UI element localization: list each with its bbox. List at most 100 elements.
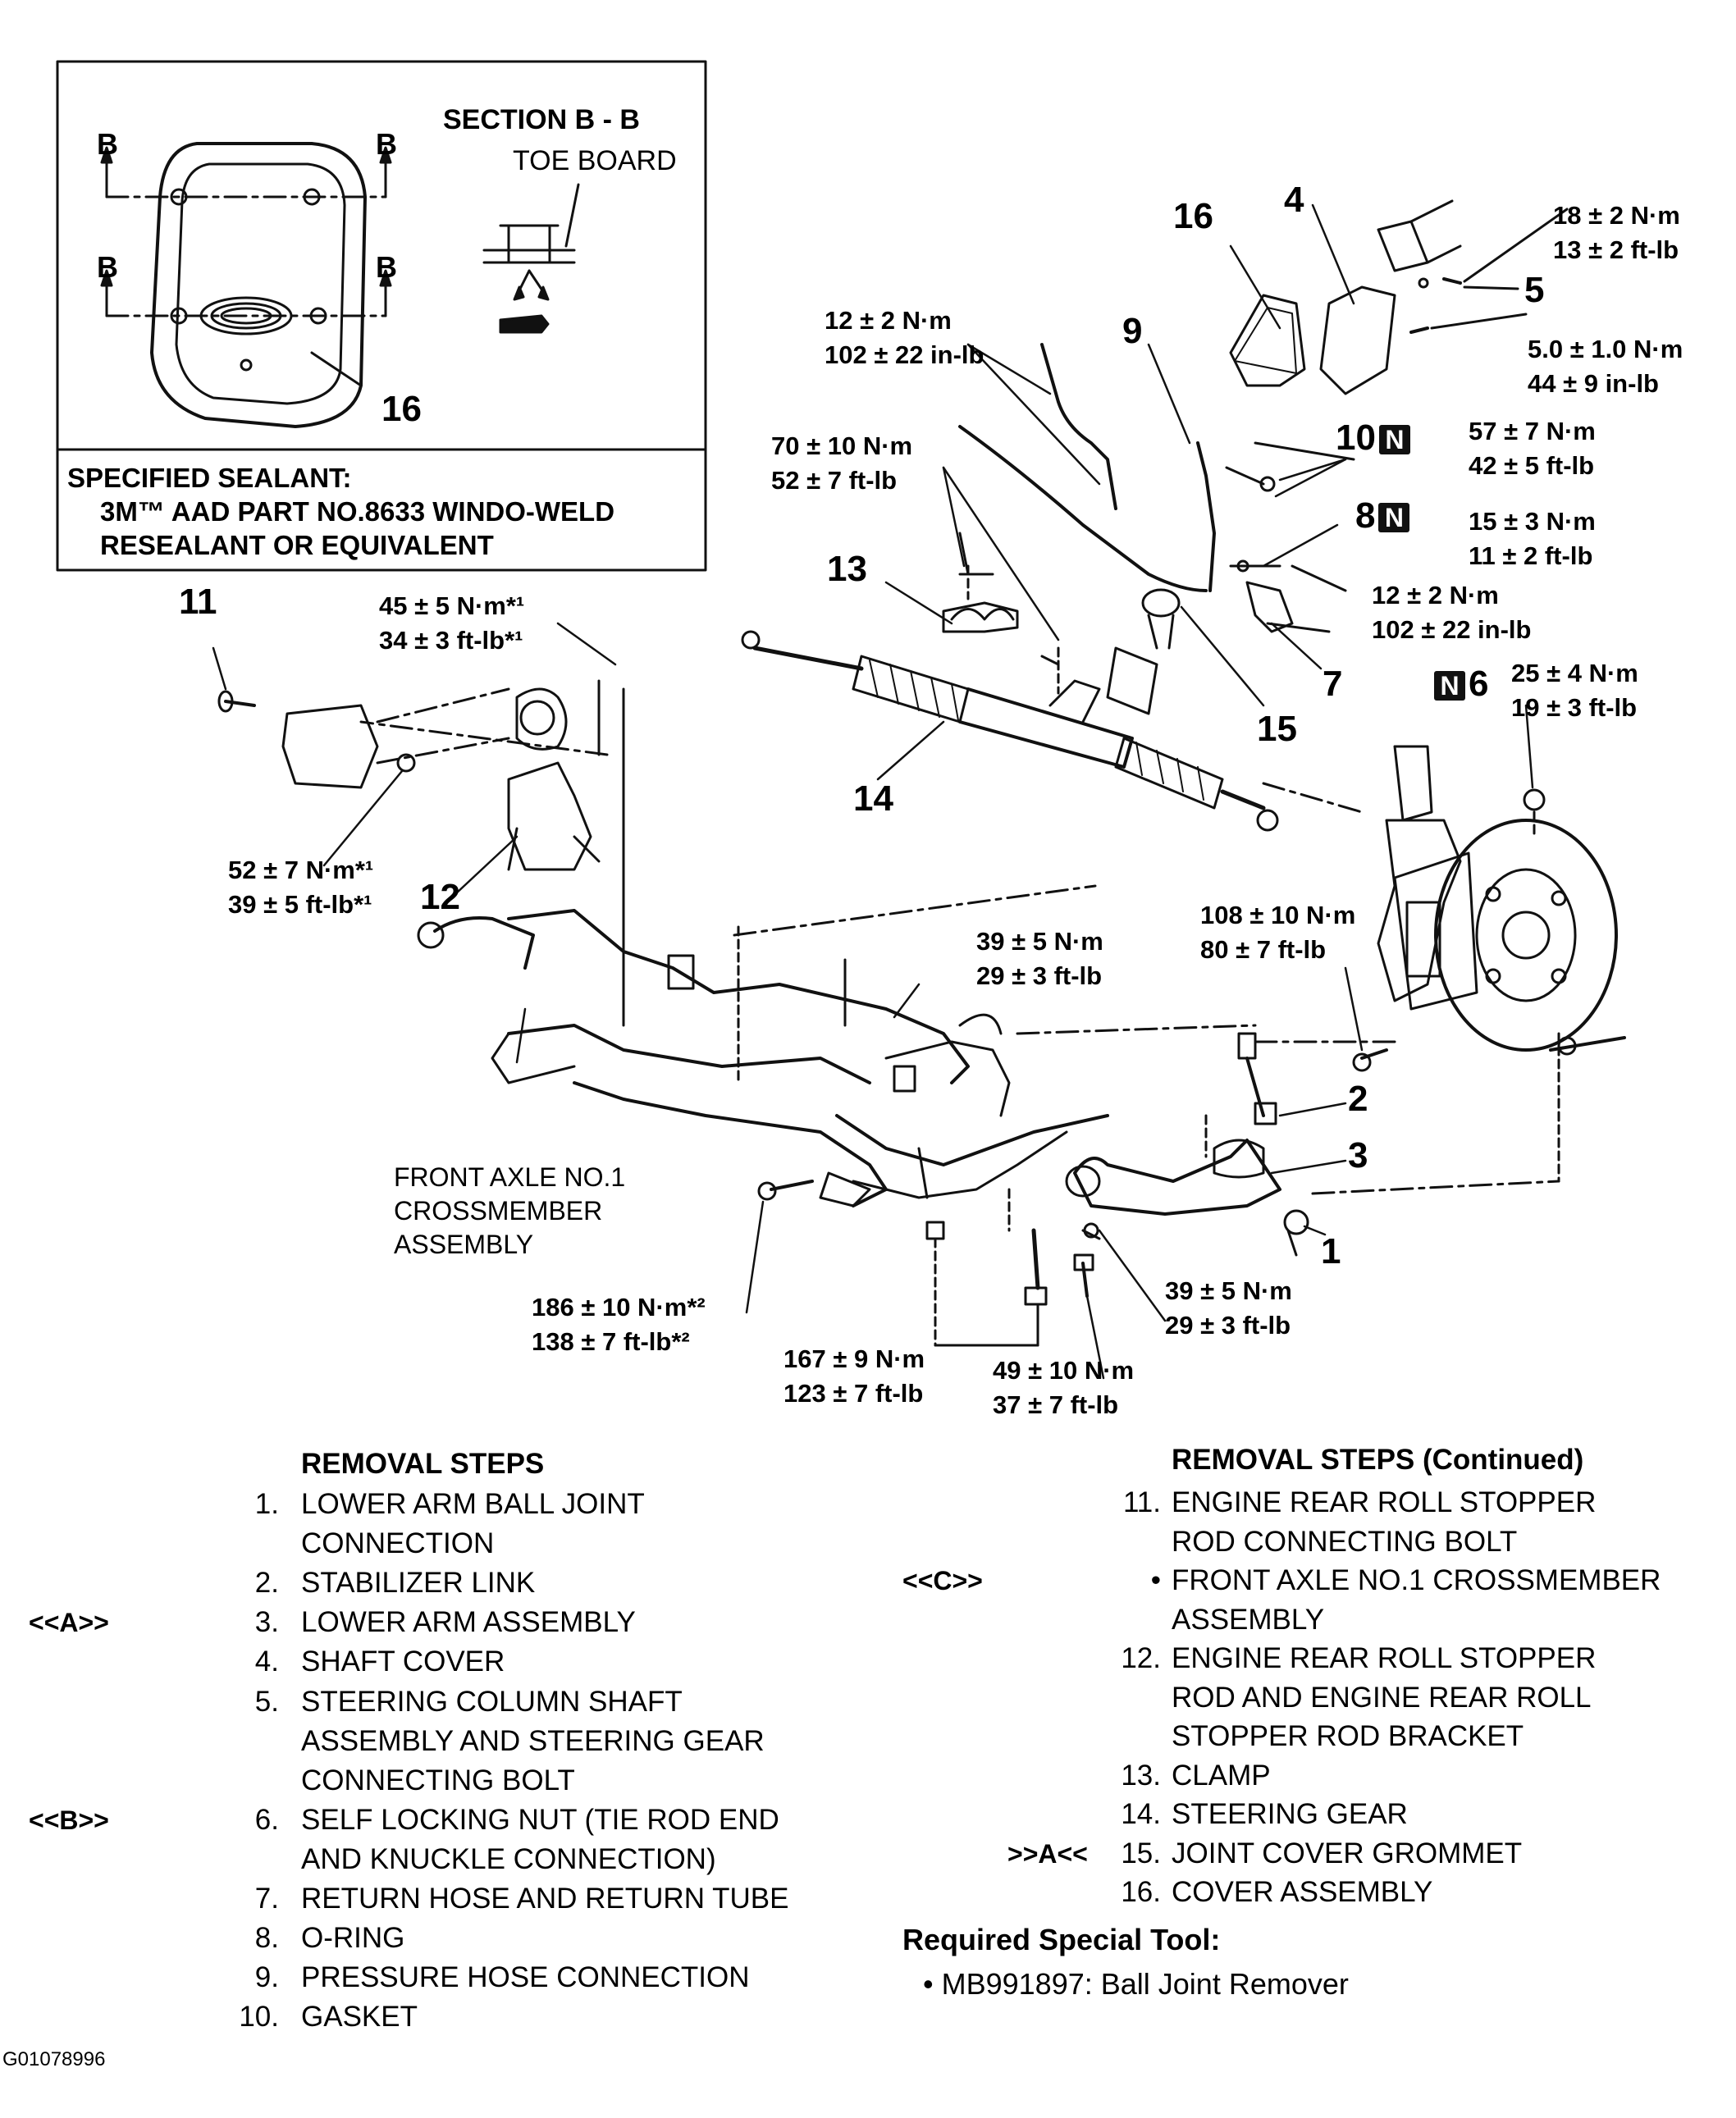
step-number: 9. xyxy=(254,1961,279,1994)
step-text: SELF LOCKING NUT (TIE ROD END xyxy=(301,1803,779,1836)
step-number: 7. xyxy=(254,1883,279,1915)
callout-12: 12 xyxy=(420,877,460,917)
step-text: STEERING GEAR xyxy=(1172,1798,1408,1830)
step-number: • xyxy=(1150,1564,1161,1596)
step-note-mark: >>A<< xyxy=(1007,1838,1088,1869)
step-text: ROD CONNECTING BOLT xyxy=(1172,1525,1518,1558)
hose-lines xyxy=(958,343,1355,633)
callout-15: 15 xyxy=(1257,709,1297,749)
callout-10-number: 10 xyxy=(1336,418,1376,458)
new-part-mark: N xyxy=(1378,503,1410,533)
lower-arm xyxy=(1065,1032,1560,1257)
step-note-mark: <<A>> xyxy=(29,1608,109,1638)
step-text: CLAMP xyxy=(1172,1759,1271,1792)
inset-section-title: SECTION B - B xyxy=(443,104,640,135)
callout-3: 3 xyxy=(1348,1135,1368,1175)
step-number: 4. xyxy=(254,1646,279,1678)
step-number: 5. xyxy=(254,1685,279,1718)
step-number: 6. xyxy=(254,1803,279,1836)
step-text: STABILIZER LINK xyxy=(301,1567,536,1600)
section-mark-b: B xyxy=(376,127,397,161)
callout-1: 1 xyxy=(1321,1231,1341,1271)
roll-stopper xyxy=(217,679,625,1027)
callout-9: 9 xyxy=(1122,311,1143,351)
step-text: STEERING COLUMN SHAFT xyxy=(301,1685,683,1718)
step-text: ENGINE REAR ROLL STOPPER xyxy=(1172,1486,1597,1518)
special-tool-item-text: MB991897: Ball Joint Remover xyxy=(941,1967,1349,2001)
sealant-spec-line1: 3M™ AAD PART NO.8633 WINDO-WELD xyxy=(100,496,615,527)
step-text: GASKET xyxy=(301,2001,418,2034)
callout-13: 13 xyxy=(827,549,867,589)
special-tool-title: Required Special Tool: xyxy=(902,1923,1221,1956)
step-text: PRESSURE HOSE CONNECTION xyxy=(301,1961,750,1994)
figure-id: G01078996 xyxy=(2,2048,106,2070)
section-mark-b: B xyxy=(97,127,118,161)
callout-5: 5 xyxy=(1524,270,1545,310)
step-number: 10. xyxy=(239,2001,279,2034)
sealant-title: SPECIFIED SEALANT: xyxy=(67,463,352,493)
inset-callout-16: 16 xyxy=(381,389,422,429)
callout-2: 2 xyxy=(1348,1079,1368,1119)
step-text: CONNECTION xyxy=(301,1527,495,1560)
step-number: 2. xyxy=(254,1567,279,1600)
callout-4: 4 xyxy=(1284,180,1304,220)
step-number: 14. xyxy=(1121,1798,1161,1830)
step-number: 13. xyxy=(1121,1759,1161,1792)
step-text: O-RING xyxy=(301,1922,405,1955)
crossmember-label: FRONT AXLE NO.1 CROSSMEMBER ASSEMBLY xyxy=(394,1162,626,1259)
clamp xyxy=(942,564,1060,695)
step-number: 1. xyxy=(254,1488,279,1520)
step-text: SHAFT COVER xyxy=(301,1646,505,1678)
removal-steps-title: REMOVAL STEPS xyxy=(301,1448,545,1480)
callout-7: 7 xyxy=(1323,664,1343,704)
section-mark-b: B xyxy=(376,250,397,284)
step-text: RETURN HOSE AND RETURN TUBE xyxy=(301,1883,789,1915)
step-text: FRONT AXLE NO.1 CROSSMEMBER xyxy=(1172,1564,1661,1596)
steering-gear xyxy=(741,532,1279,832)
special-tool-item: • MB991897: Ball Joint Remover xyxy=(923,1967,1349,2001)
inset-box xyxy=(56,60,707,572)
lower-bolts xyxy=(757,1180,1094,1347)
step-number: 12. xyxy=(1121,1642,1161,1674)
step-text: CONNECTING BOLT xyxy=(301,1764,575,1796)
new-part-mark: N xyxy=(1378,425,1410,455)
step-note-mark: <<B>> xyxy=(29,1805,109,1835)
new-part-mark: N xyxy=(1434,671,1465,701)
step-text: LOWER ARM BALL JOINT xyxy=(301,1488,645,1520)
removal-steps-continued-title: REMOVAL STEPS (Continued) xyxy=(1172,1444,1584,1476)
shaft-cover-area xyxy=(1229,199,1569,395)
callout-6-number: 6 xyxy=(1469,664,1489,704)
step-number: 15. xyxy=(1121,1837,1161,1869)
step-text: ASSEMBLY AND STEERING GEAR xyxy=(301,1724,765,1757)
step-text: AND KNUCKLE CONNECTION) xyxy=(301,1842,716,1875)
step-text: ENGINE REAR ROLL STOPPER xyxy=(1172,1642,1597,1674)
step-text: STOPPER ROD BRACKET xyxy=(1172,1720,1524,1752)
step-text: COVER ASSEMBLY xyxy=(1172,1876,1433,1908)
callout-8-number: 8 xyxy=(1355,495,1376,536)
step-text: ROD AND ENGINE REAR ROLL xyxy=(1172,1681,1592,1714)
step-number: 8. xyxy=(254,1922,279,1955)
step-text: ASSEMBLY xyxy=(1172,1603,1325,1636)
inset-toe-board-label: TOE BOARD xyxy=(513,145,677,176)
callout-14: 14 xyxy=(853,778,893,819)
callout-16: 16 xyxy=(1173,196,1213,236)
crossmember xyxy=(417,884,1257,1207)
